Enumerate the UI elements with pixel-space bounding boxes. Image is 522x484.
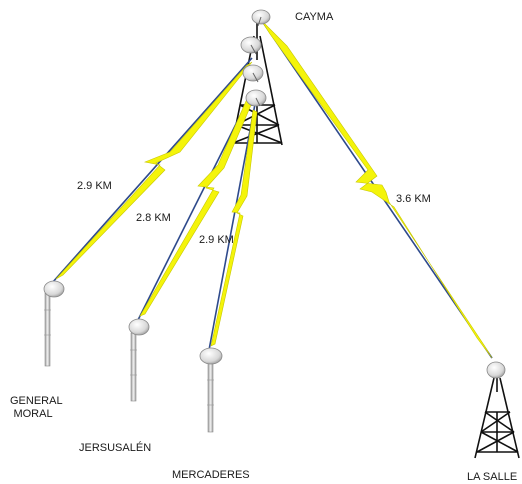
link-lines — [51, 17, 493, 359]
distance-label-general-moral: 2.9 KM — [77, 180, 112, 192]
site-label-mercaderes: MERCADERES — [172, 469, 250, 481]
site-label-general-moral-line2: MORAL — [13, 408, 53, 420]
dish-icon — [251, 9, 271, 27]
link-line-jerusalen — [137, 91, 253, 321]
general-moral-station — [43, 280, 65, 367]
dish-icon — [240, 36, 262, 55]
bolt-jerusalen — [139, 91, 255, 317]
cayma-dishes — [240, 9, 271, 107]
site-label-cayma: CAYMA — [295, 11, 334, 23]
site-label-la-salle: LA SALLE — [467, 471, 518, 483]
dish-icon — [245, 89, 267, 107]
distance-label-mercaderes: 2.9 KM — [199, 234, 234, 246]
distance-label-jerusalen: 2.8 KM — [136, 212, 171, 224]
bolt-general-moral — [55, 61, 253, 280]
dish-icon — [242, 64, 264, 83]
dish-icon — [128, 318, 150, 336]
bolt-la-salle — [260, 19, 493, 359]
link-line-general-moral — [51, 57, 253, 284]
mercaderes-station — [199, 347, 223, 433]
dish-icon — [199, 347, 223, 365]
jerusalen-station — [128, 318, 150, 402]
dish-icon — [43, 280, 65, 298]
site-label-general-moral: GENERAL MORAL — [10, 395, 63, 421]
bolt-mercaderes — [210, 109, 258, 347]
link-line-mercaderes — [208, 103, 256, 351]
lightning-bolts — [55, 19, 493, 359]
site-label-jerusalen: JERSUSALÉN — [79, 442, 152, 454]
site-label-general-moral-line1: GENERAL — [10, 395, 63, 407]
distance-label-la-salle: 3.6 KM — [396, 193, 431, 205]
dish-icon — [486, 361, 506, 379]
